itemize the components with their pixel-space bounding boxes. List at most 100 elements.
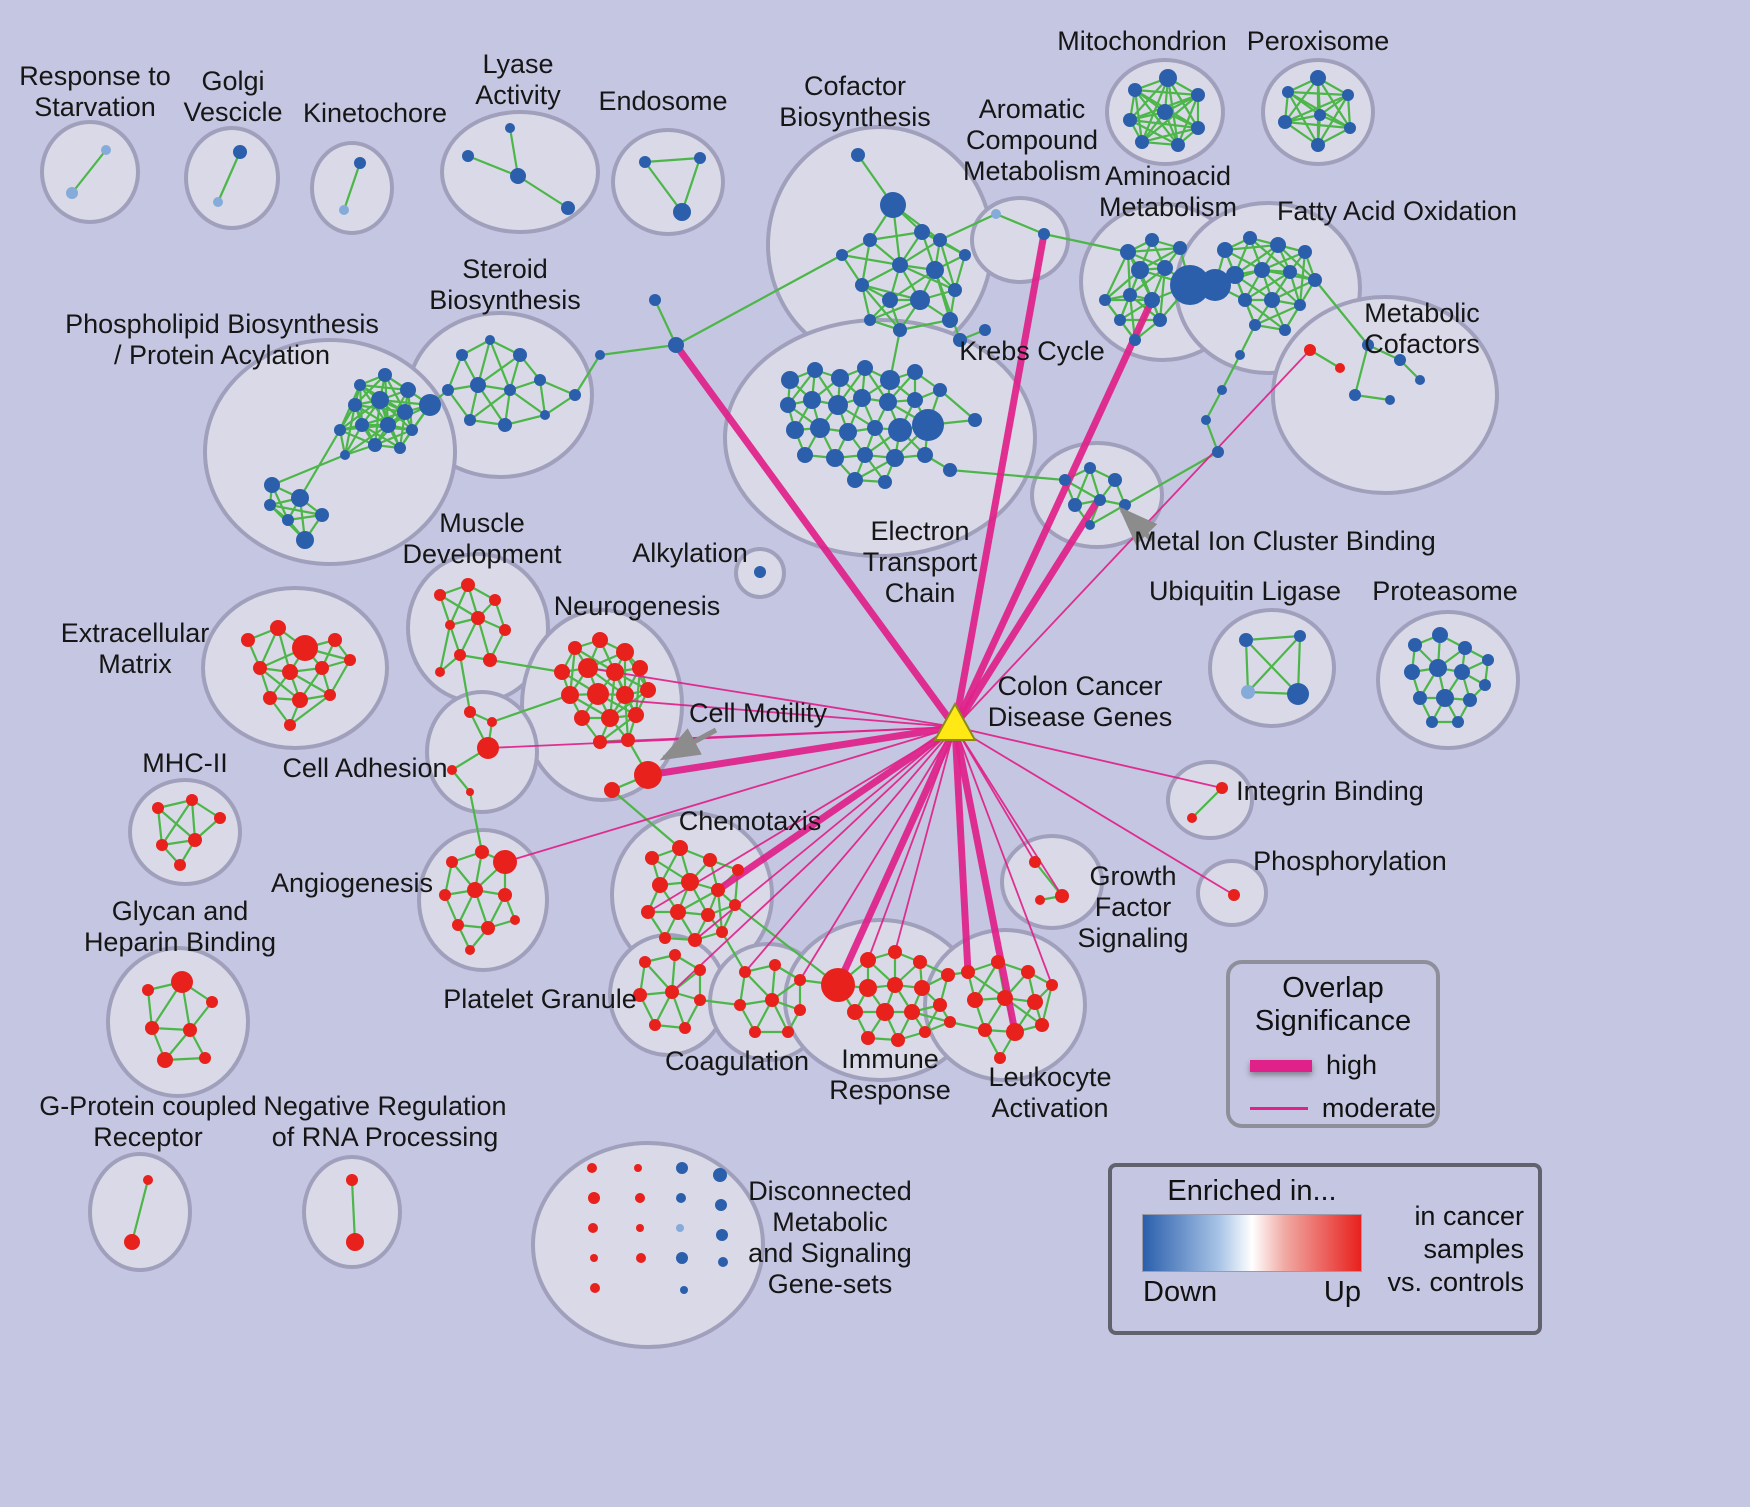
gene-set-node	[781, 371, 799, 389]
gene-set-node	[786, 421, 804, 439]
gene-set-edge	[289, 694, 331, 726]
gene-set-node	[588, 1192, 600, 1204]
gene-set-node	[887, 977, 903, 993]
gene-set-node	[1120, 244, 1136, 260]
gene-set-node	[368, 438, 382, 452]
gene-set-node	[732, 864, 744, 876]
gene-set-node	[863, 233, 877, 247]
gene-set-node	[860, 952, 876, 968]
gene-set-node	[233, 145, 247, 159]
gene-set-node	[1114, 314, 1126, 326]
gene-set-edge	[644, 156, 701, 164]
gene-set-edge	[508, 127, 520, 177]
gene-set-node	[826, 449, 844, 467]
gene-set-node	[569, 389, 581, 401]
gene-set-node	[640, 682, 656, 698]
gene-set-node	[1238, 293, 1252, 307]
gene-set-node	[1404, 664, 1420, 680]
gene-set-node	[649, 294, 661, 306]
label-ubiquitin-ligase: Ubiquitin Ligase	[1149, 576, 1341, 606]
gene-set-node	[1282, 86, 1294, 98]
gene-set-node	[1436, 689, 1454, 707]
gene-set-node	[590, 1283, 600, 1293]
gene-set-node	[1027, 994, 1043, 1010]
gene-set-node	[1046, 979, 1058, 991]
gene-set-node	[1108, 473, 1122, 487]
gene-set-node	[933, 383, 947, 397]
gene-set-node	[419, 394, 441, 416]
cluster-bubble-phospholipid-biosynthesis	[203, 338, 457, 566]
gene-set-node	[264, 499, 276, 511]
gene-set-node	[961, 965, 975, 979]
gene-set-node	[346, 1233, 364, 1251]
gene-set-node	[1135, 135, 1149, 149]
gene-set-node	[828, 395, 848, 415]
gene-set-node	[839, 423, 857, 441]
gene-set-node	[668, 337, 684, 353]
gene-set-node	[513, 348, 527, 362]
label-cell-motility: Cell Motility	[689, 698, 828, 728]
gene-set-node	[715, 1199, 727, 1211]
enrichment-legend: Enriched in... Down Up in cancer samples…	[1108, 1163, 1542, 1335]
gene-set-node	[1217, 385, 1227, 395]
gene-set-node	[636, 1253, 646, 1263]
gene-set-edge	[1284, 77, 1319, 123]
gene-set-node	[1458, 641, 1472, 655]
gene-set-node	[933, 998, 947, 1012]
gene-set-node	[1362, 339, 1374, 351]
gene-set-node	[694, 152, 706, 164]
overlap-link-moderate	[954, 726, 1223, 789]
gene-set-node	[1212, 446, 1224, 458]
gene-set-node	[315, 661, 329, 675]
gene-set-node	[968, 413, 982, 427]
gene-set-edge	[899, 263, 956, 292]
gene-set-node	[1170, 265, 1210, 305]
label-alkylation: Alkylation	[632, 538, 748, 568]
gene-set-node	[593, 735, 607, 749]
gene-set-node	[765, 993, 779, 1007]
label-phosphorylation: Phosphorylation	[1253, 846, 1447, 876]
gene-set-node	[1429, 659, 1447, 677]
gene-set-node	[749, 1026, 761, 1038]
gene-set-node	[716, 926, 728, 938]
overlap-significance-legend: Overlap Significance high moderate	[1226, 960, 1440, 1128]
gene-set-node	[505, 123, 515, 133]
overlap-link-moderate	[954, 726, 1053, 986]
gene-set-node	[991, 209, 1001, 219]
gene-set-node	[445, 620, 455, 630]
gene-set-node	[893, 323, 907, 337]
gene-set-node	[847, 1004, 863, 1020]
gene-set-node	[634, 761, 662, 789]
overlap-link-high	[647, 723, 956, 779]
gene-set-node	[734, 999, 746, 1011]
gene-set-node	[498, 418, 512, 432]
gene-set-node	[1068, 498, 1082, 512]
gene-set-node	[847, 472, 863, 488]
gene-set-node	[1344, 122, 1356, 134]
gene-set-node	[157, 1052, 173, 1068]
cross-cluster-edge	[734, 904, 839, 986]
gene-set-node	[1144, 292, 1160, 308]
gene-set-node	[284, 719, 296, 731]
layer-nodes	[66, 69, 1494, 1294]
gene-set-node	[466, 788, 474, 796]
gene-set-node	[394, 442, 406, 454]
gene-set-node	[199, 1052, 211, 1064]
gene-set-node	[578, 658, 598, 678]
overlap-link-moderate	[647, 726, 956, 913]
overlap-link-moderate	[894, 726, 956, 953]
enrichment-note-line2: samples	[1423, 1233, 1524, 1264]
gene-set-node	[694, 994, 706, 1006]
gene-set-node	[882, 292, 898, 308]
gene-set-node	[836, 249, 848, 261]
gene-set-node	[344, 654, 356, 666]
gene-set-node	[465, 945, 475, 955]
gene-set-edge	[1104, 251, 1129, 301]
gene-set-node	[1029, 856, 1041, 868]
gene-set-edge	[344, 424, 389, 456]
label-fatty-acid-oxidation: Fatty Acid Oxidation	[1277, 196, 1517, 226]
gene-set-node	[892, 257, 908, 273]
gene-set-node	[152, 802, 164, 814]
